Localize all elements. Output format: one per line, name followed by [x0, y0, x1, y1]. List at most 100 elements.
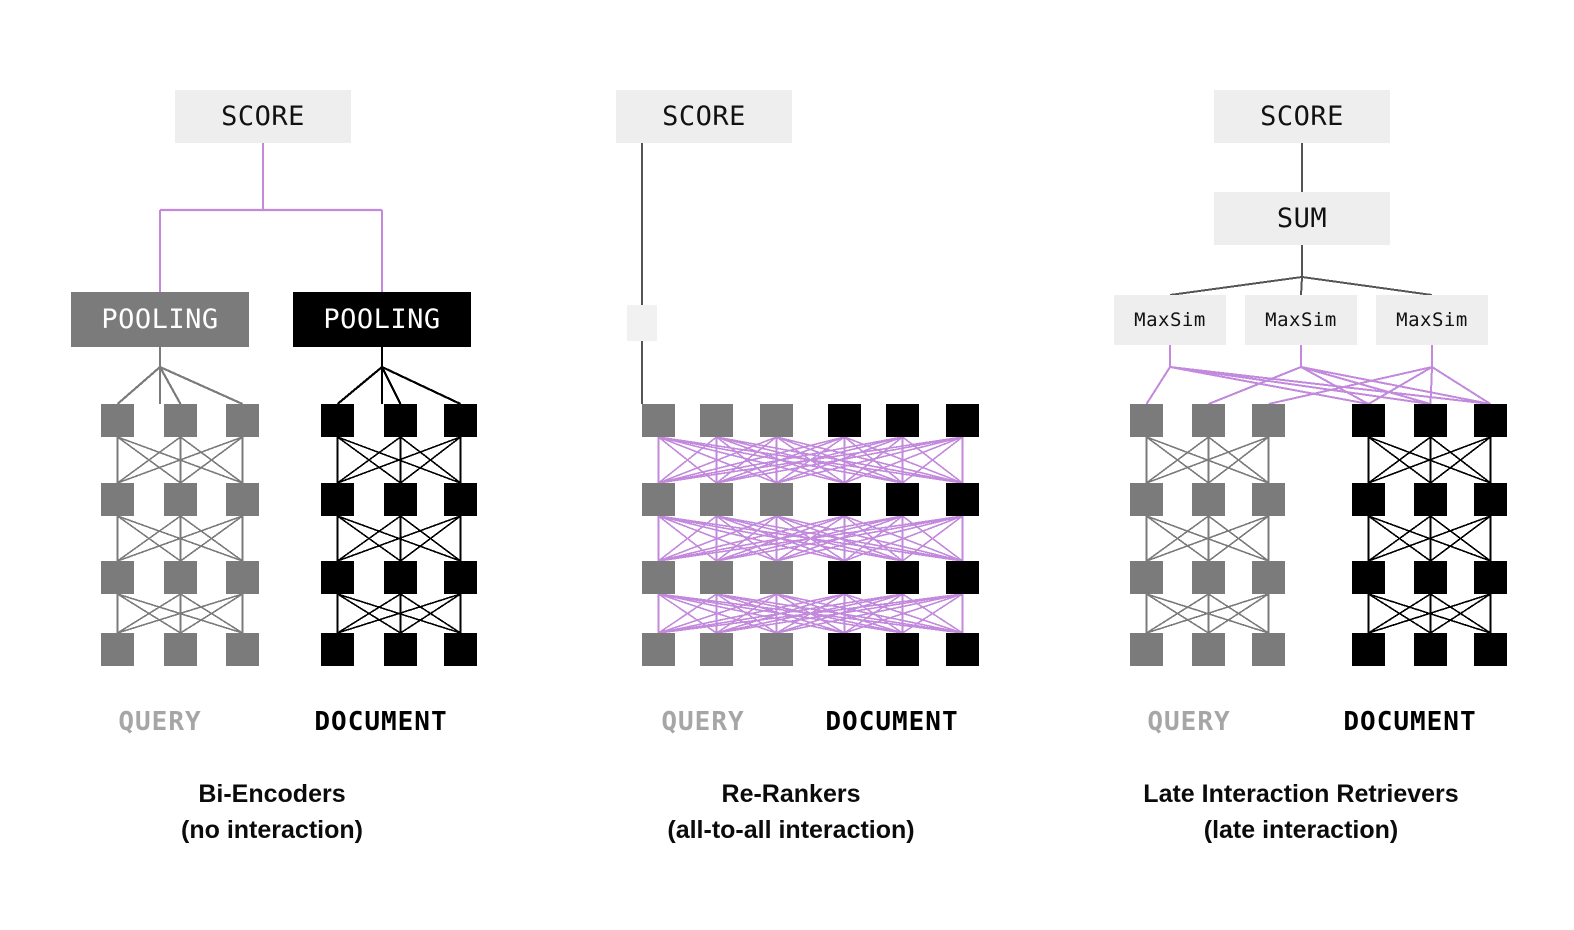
attention-wire-document: [1368, 436, 1491, 484]
query-token-r3-c2: [226, 633, 259, 666]
attention-wire-document: [1430, 515, 1491, 562]
attention-wire-query: [117, 436, 243, 484]
maxsim-to-document-0-2: [1169, 366, 1491, 405]
document-token-r0-c1: [886, 404, 919, 437]
attention-wire: [658, 436, 845, 484]
attention-wire-document: [337, 436, 401, 484]
document-token-r0-c2: [1474, 404, 1507, 437]
attention-wire-document: [400, 436, 461, 484]
document-token-r3-c1: [384, 633, 417, 666]
sum-to-maxsim-0: [1169, 276, 1303, 296]
attention-wire: [776, 515, 963, 562]
attention-wire: [844, 436, 963, 484]
attention-wire: [716, 515, 845, 562]
query-token-r2-c1: [1192, 561, 1225, 594]
attention-wire-query: [1146, 436, 1269, 484]
maxsim-to-document-1-1: [1300, 366, 1431, 405]
attention-wire-query: [1208, 515, 1269, 562]
document-token-r3-c1: [886, 633, 919, 666]
attention-wire-document: [1430, 515, 1491, 562]
attention-wire: [776, 593, 903, 634]
attention-wire: [716, 593, 963, 634]
attention-wire-document: [337, 593, 461, 634]
maxsim-to-document-0-0: [1169, 366, 1369, 405]
attention-wire-document: [400, 436, 461, 484]
document-token-r3-c0: [1352, 633, 1385, 666]
attention-wire-query: [117, 436, 243, 484]
sum-to-maxsim-1: [1300, 276, 1303, 296]
panel-caption-bi-encoders: Bi-Encoders(no interaction): [181, 777, 363, 848]
query-token-r1-c2: [1252, 483, 1285, 516]
attention-wire: [716, 515, 963, 562]
attention-wire-document: [1368, 436, 1491, 484]
query-token-r0-c0: [101, 404, 134, 437]
attention-wire: [658, 436, 903, 484]
attention-wire-query: [1146, 593, 1269, 634]
attention-wire: [844, 515, 963, 562]
query-token-r0-c2: [760, 404, 793, 437]
document-token-r1-c2: [946, 483, 979, 516]
document-token-r3-c0: [321, 633, 354, 666]
document-token-r0-c2: [946, 404, 979, 437]
query-token-r1-c0: [101, 483, 134, 516]
attention-wire-query: [1208, 436, 1269, 484]
attention-wire-query: [117, 515, 181, 562]
attention-wire: [658, 593, 717, 634]
attention-wire-document: [400, 515, 461, 562]
attention-wire-document: [337, 515, 461, 562]
attention-wire-query: [1208, 593, 1269, 634]
attention-wire: [658, 436, 903, 484]
document-token-r1-c1: [1414, 483, 1447, 516]
attention-wire: [658, 593, 717, 634]
attention-wire: [776, 436, 963, 484]
panel-caption-late-interaction: Late Interaction Retrievers(late interac…: [1143, 777, 1458, 848]
attention-wire: [844, 593, 903, 634]
attention-wire-query: [1146, 515, 1269, 562]
attention-wire-document: [400, 593, 461, 634]
attention-wire-document: [337, 593, 401, 634]
attention-wire: [658, 515, 963, 562]
attention-wire-query: [180, 436, 243, 484]
attention-wire: [716, 593, 903, 634]
attention-wire: [902, 436, 963, 484]
attention-wire: [716, 436, 777, 484]
attention-wire: [716, 436, 903, 484]
attention-wire-query: [1146, 593, 1269, 634]
document-token-r2-c1: [1414, 561, 1447, 594]
attention-wire-document: [337, 436, 401, 484]
attention-wire: [776, 515, 963, 562]
query-token-r1-c1: [1192, 483, 1225, 516]
maxsim-to-document-2-1: [1429, 366, 1433, 405]
attention-wire: [776, 436, 845, 484]
attention-wire: [844, 436, 963, 484]
document-token-r0-c2: [444, 404, 477, 437]
pooling-query-fan: [116, 366, 161, 405]
document-token-r2-c2: [1474, 561, 1507, 594]
maxsim-to-document-1-0: [1300, 366, 1369, 405]
attention-wire: [844, 436, 903, 484]
attention-wire-query: [1146, 436, 1269, 484]
sum-to-maxsim-2: [1301, 276, 1433, 296]
query-token-r2-c0: [642, 561, 675, 594]
pooling-query-fan: [159, 365, 243, 406]
query-token-r3-c1: [700, 633, 733, 666]
attention-wire: [658, 436, 963, 484]
attention-wire-query: [1208, 515, 1269, 562]
attention-wire: [716, 436, 963, 484]
attention-wire: [658, 515, 845, 562]
attention-wire-query: [117, 515, 181, 562]
panel-caption-subtitle-late-interaction: (late interaction): [1203, 815, 1399, 844]
maxsim-to-document-1-2: [1300, 366, 1491, 405]
query-token-r3-c1: [1192, 633, 1225, 666]
attention-wire: [776, 436, 963, 484]
attention-wire: [658, 593, 903, 634]
attention-wire: [658, 515, 777, 562]
score-box-late-interaction-label: SCORE: [1260, 101, 1344, 132]
attention-wire-query: [180, 593, 243, 634]
attention-wire: [716, 515, 963, 562]
attention-wire-query: [1208, 436, 1269, 484]
attention-wire: [658, 593, 777, 634]
score-box-re-rankers-label: SCORE: [662, 101, 746, 132]
attention-wire-query: [117, 515, 243, 562]
